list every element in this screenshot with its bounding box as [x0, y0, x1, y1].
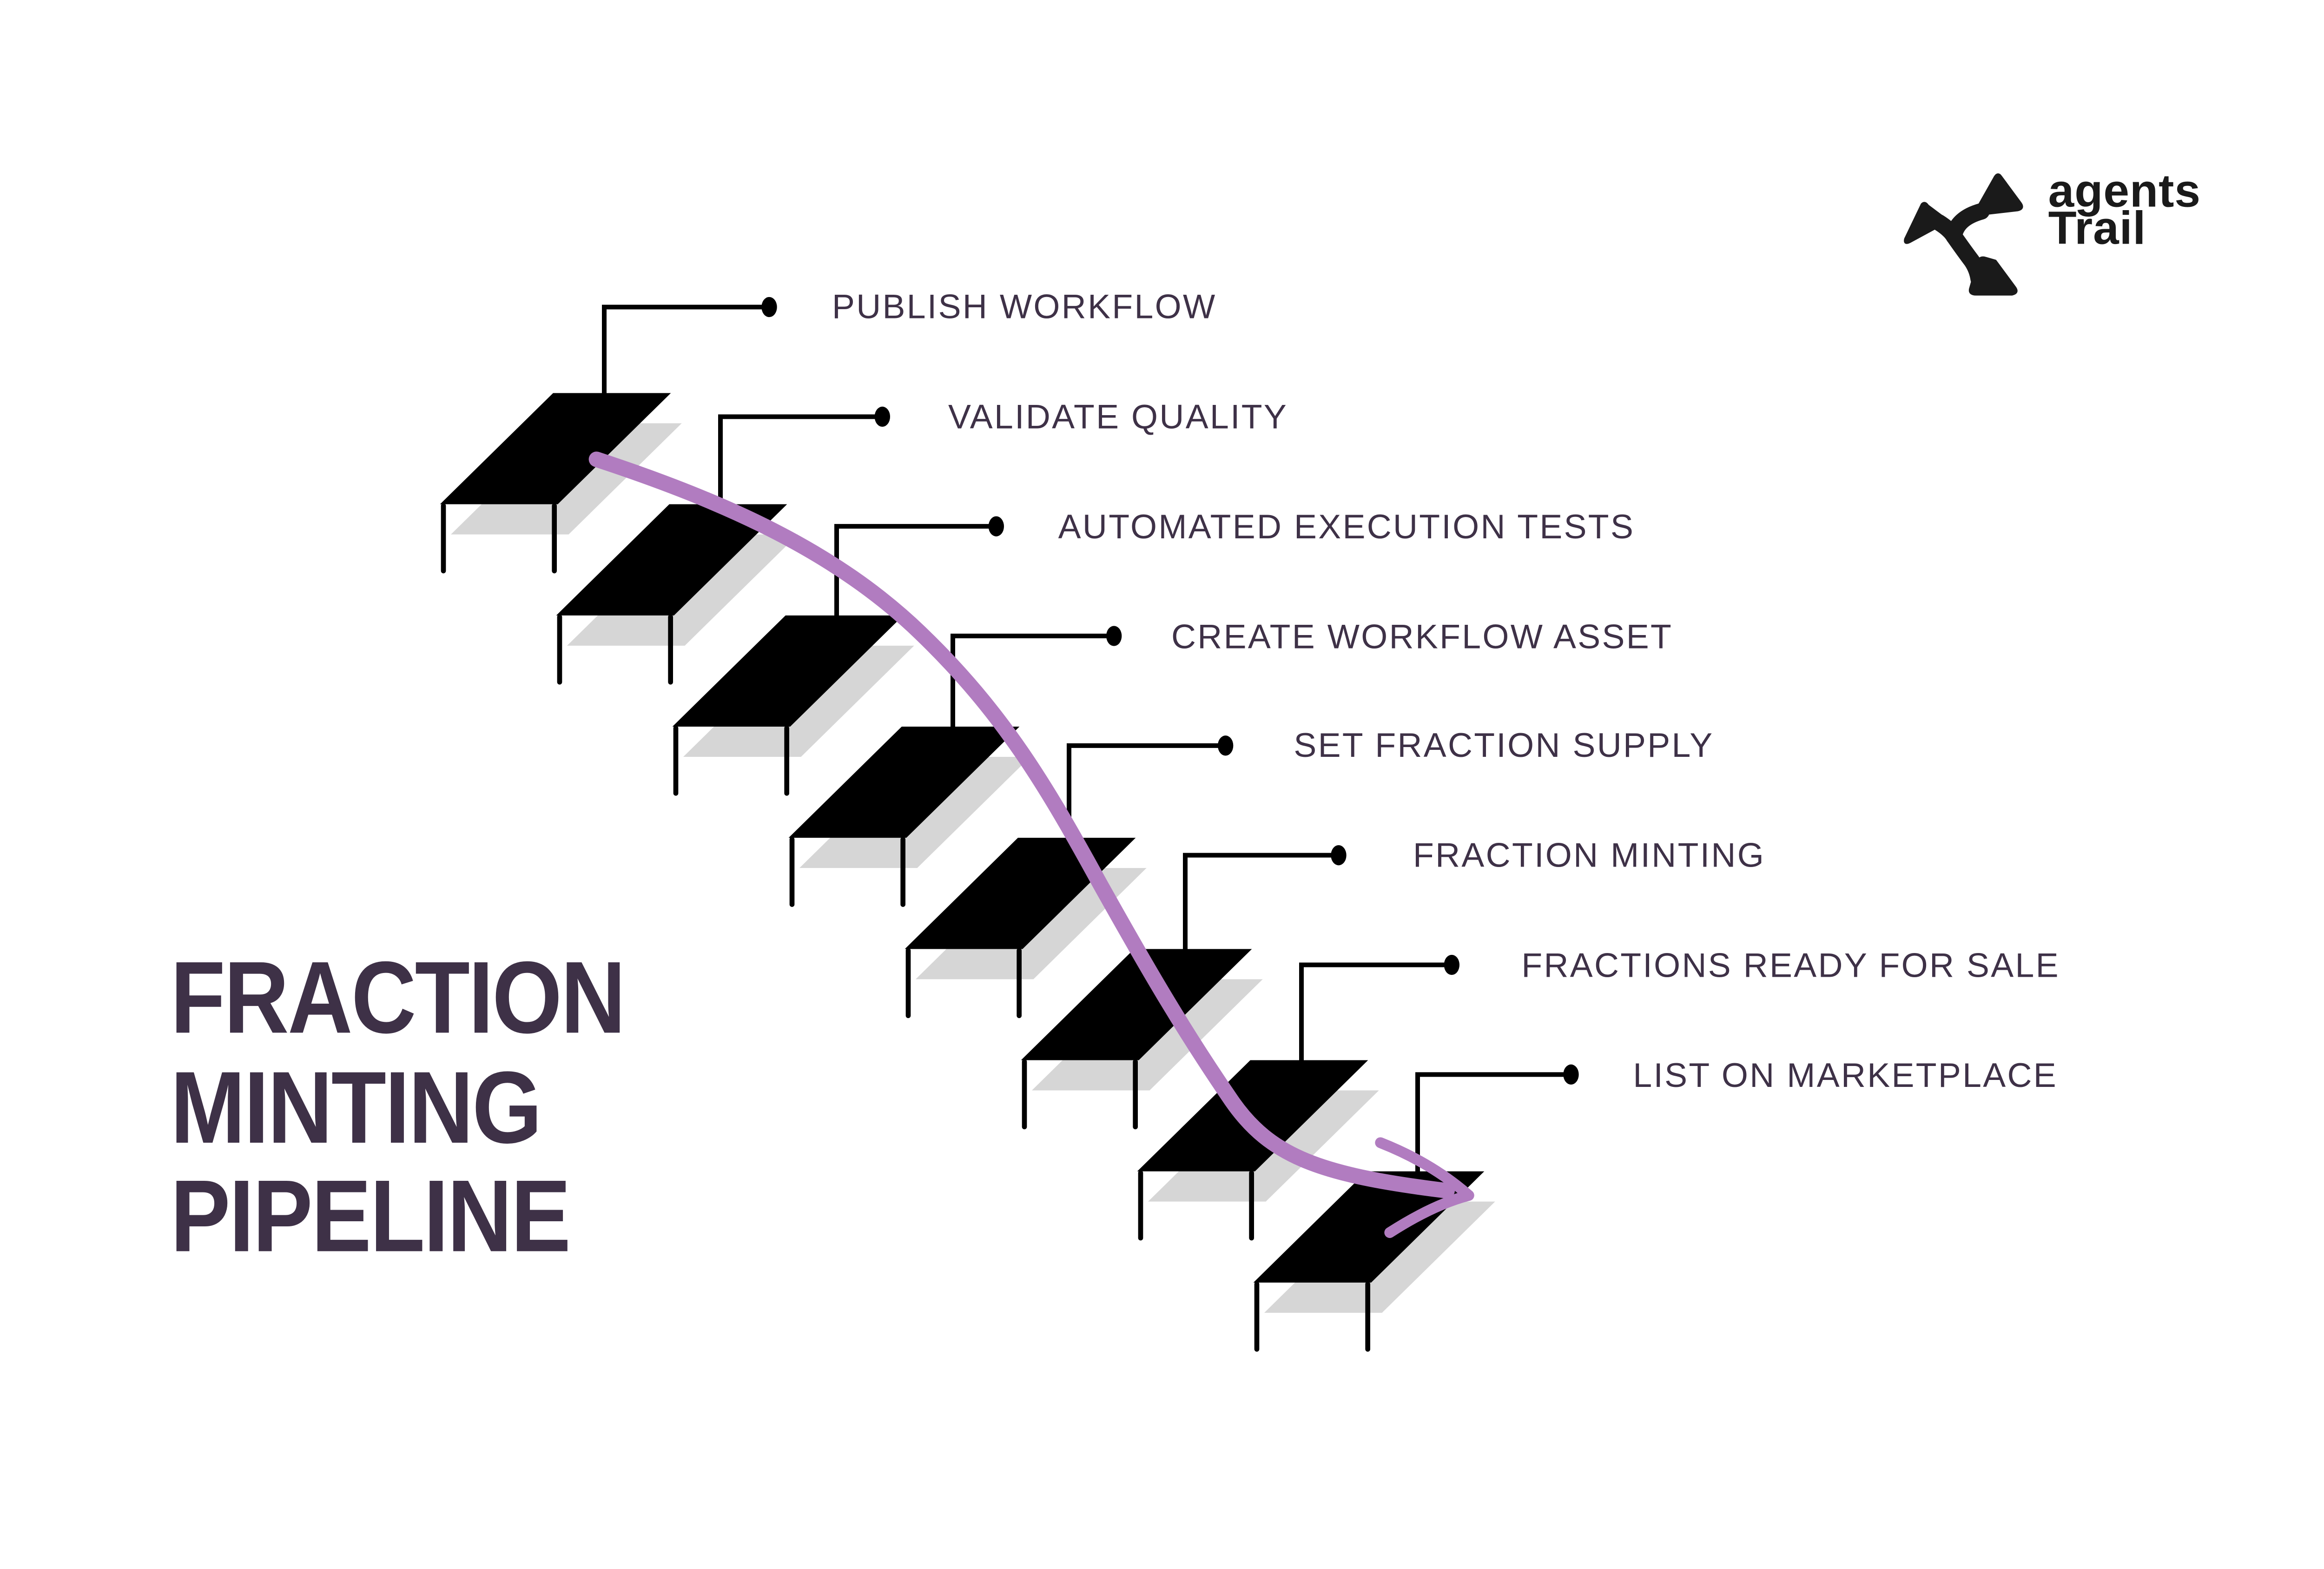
leader-line [950, 633, 1109, 730]
page-title: FRACTION MINTING PIPELINE [170, 939, 626, 1273]
leader-line [834, 523, 992, 619]
logo-wordmark-line2: Trail [2048, 202, 2146, 254]
leader-line [1066, 743, 1221, 841]
step-platform [1021, 948, 1252, 1060]
step-label: CREATE WORKFLOW ASSET [1171, 616, 1673, 655]
title-line: MINTING [170, 1048, 542, 1164]
leader-dot [1106, 625, 1122, 646]
leader-line [601, 305, 765, 396]
agentstrail-logo: agents Trail [1896, 166, 2315, 312]
flow-arrow-shaft [588, 451, 1455, 1198]
step-label: PUBLISH WORKFLOW [832, 287, 1217, 326]
leader-dot [761, 297, 777, 317]
leader-lines [601, 297, 1579, 1174]
leader-line [1415, 1072, 1566, 1174]
flow-arrow-barb [1375, 1137, 1474, 1201]
step-platform [440, 393, 671, 504]
step-label: VALIDATE QUALITY [948, 397, 1288, 436]
leader-dot [1563, 1064, 1579, 1085]
step-label: FRACTION MINTING [1413, 835, 1766, 874]
poster-canvas: PUBLISH WORKFLOW VALIDATE QUALITY AUTOMATE… [0, 130, 2324, 1439]
leader-line [1182, 853, 1334, 952]
title-line: PIPELINE [170, 1158, 571, 1273]
leader-dot [1444, 954, 1459, 975]
leader-dot [874, 406, 890, 427]
logo-wordmark: agents Trail [2048, 166, 2201, 254]
step-platform [788, 726, 1020, 838]
pipeline-diagram [440, 297, 1579, 1351]
title-line: FRACTION [170, 939, 626, 1054]
logo-wordmark-line1: agents [2048, 166, 2201, 218]
leader-dot [1218, 735, 1234, 755]
flow-arrow [588, 451, 1474, 1238]
leader-line [1299, 962, 1447, 1063]
step-platform [556, 504, 787, 616]
step-label: AUTOMATED EXECUTION TESTS [1058, 507, 1635, 546]
step-label: SET FRACTION SUPPLY [1294, 726, 1714, 765]
step-label: FRACTIONS READY FOR SALE [1521, 945, 2060, 984]
step-platform [1253, 1171, 1485, 1283]
step-label: LIST ON MARKETPLACE [1633, 1055, 2058, 1094]
step-platform [672, 615, 904, 727]
step-platform [905, 837, 1136, 949]
leader-dot [1331, 845, 1347, 865]
agentstrail-logo-icon [1904, 173, 2023, 296]
leader-line [718, 414, 878, 507]
leader-dot [988, 516, 1004, 536]
step-legs [441, 503, 1370, 1351]
flow-arrow-barb [1384, 1190, 1474, 1238]
